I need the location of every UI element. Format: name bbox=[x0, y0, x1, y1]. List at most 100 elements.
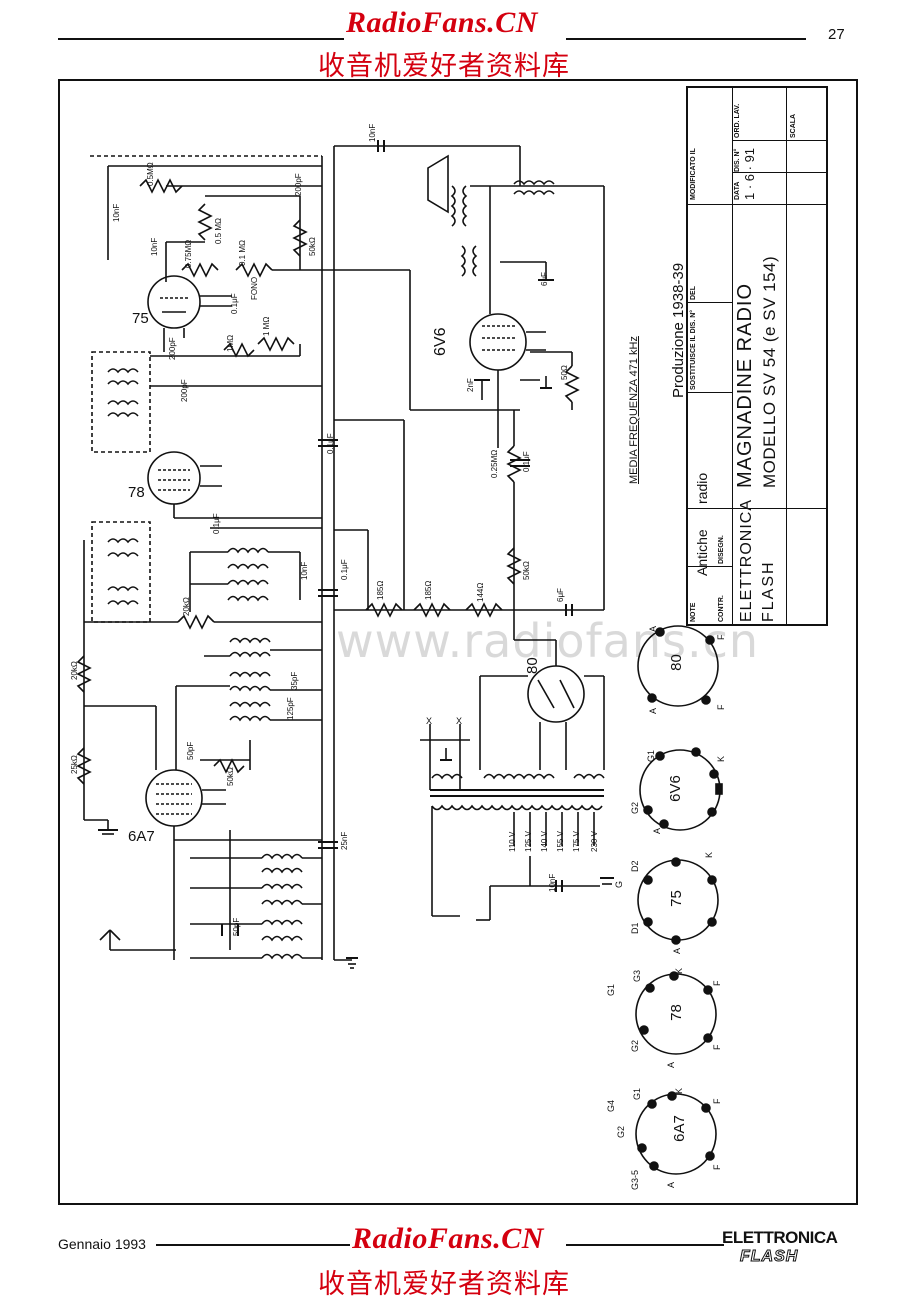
resistor-1m bbox=[257, 336, 295, 352]
resistor-25k bbox=[76, 747, 92, 785]
s6a7-pin-a: A bbox=[666, 1181, 676, 1188]
label-c6uf-b: 6μF bbox=[540, 272, 549, 286]
label-v110: 110 V bbox=[508, 831, 517, 852]
socket-75-label: 75 bbox=[667, 890, 685, 907]
label-c35pf: 35pF bbox=[290, 671, 299, 690]
label-v125: 125 V bbox=[524, 831, 533, 852]
resistor-50k-mid bbox=[506, 547, 522, 585]
coil-ant-1 bbox=[261, 853, 303, 860]
s75-pin-d2: D2 bbox=[630, 860, 640, 872]
schematic-frame bbox=[58, 79, 858, 1205]
label-c200pf-b: 200pF bbox=[168, 337, 177, 360]
s78-pin-f2: F bbox=[712, 1044, 722, 1051]
label-r20k-a: 20kΩ bbox=[182, 597, 191, 616]
resistor-144 bbox=[465, 602, 503, 618]
footer-brand-2: FLASH bbox=[739, 1248, 799, 1266]
resistor-185-a bbox=[365, 602, 403, 618]
label-r025m: 0.25MΩ bbox=[490, 449, 499, 478]
tube-6v6-label: 6V6 bbox=[432, 327, 449, 356]
s6a7-pin-g4: G4 bbox=[606, 1099, 616, 1112]
tube-80-label: 80 bbox=[524, 657, 541, 674]
label-r1m-b: 1MΩ bbox=[226, 334, 235, 352]
label-r05m-top: 0.5MΩ bbox=[146, 162, 155, 186]
s6a7-pin-f2: F bbox=[712, 1164, 722, 1171]
label-c200pf-top: 200pF bbox=[294, 173, 303, 196]
s6v6-pin-k: K bbox=[716, 755, 726, 762]
label-c200pf-c: 200pF bbox=[180, 379, 189, 402]
label-c01uf-e: 0.1μF bbox=[522, 451, 531, 472]
label-r05m: 0.5 MΩ bbox=[214, 218, 223, 244]
s80-pin-4: F bbox=[716, 704, 726, 711]
footer-brand-1: ELETTRONICA bbox=[722, 1228, 838, 1247]
label-c10nf-top: 10nF bbox=[368, 123, 377, 142]
label-r185-b: 185Ω bbox=[424, 580, 433, 600]
resistor-185-b bbox=[413, 602, 451, 618]
label-r1m: 1 MΩ bbox=[262, 316, 271, 336]
label-r50k-top: 50kΩ bbox=[308, 237, 317, 256]
label-c10nf-ps: 10nF bbox=[548, 873, 557, 892]
coil-osc-1 bbox=[229, 637, 271, 644]
label-c10nf-mid: 10nF bbox=[300, 561, 309, 580]
label-r185-a: 185Ω bbox=[376, 580, 385, 600]
resistor-01m bbox=[235, 262, 273, 278]
resistor-20k-a bbox=[177, 614, 215, 630]
label-c01uf-d: 0.1μF bbox=[340, 559, 349, 580]
page-number: 27 bbox=[828, 26, 845, 43]
socket-78 bbox=[635, 971, 717, 1055]
s75-pin-a: A bbox=[672, 947, 682, 954]
s80-pin-3: F bbox=[716, 634, 726, 641]
s80-pin-1: A bbox=[648, 625, 658, 632]
label-r50-out: 50Ω bbox=[560, 365, 569, 380]
if-transformer-2 bbox=[91, 521, 151, 623]
socket-80-label: 80 bbox=[667, 654, 685, 671]
label-r075m: 0.75MΩ bbox=[184, 239, 193, 268]
socket-80 bbox=[637, 625, 719, 707]
resistor-50k-top bbox=[292, 219, 308, 257]
s78-pin-a: A bbox=[666, 1061, 676, 1068]
s75-pin-d1: D1 bbox=[630, 922, 640, 934]
header-rule-left bbox=[58, 38, 344, 40]
resistor-025m bbox=[506, 445, 522, 483]
socket-6v6-label: 6V6 bbox=[666, 775, 684, 802]
socket-78-label: 78 bbox=[667, 1004, 685, 1021]
s78-pin-k: K bbox=[674, 967, 684, 974]
s6a7-pin-g1: G1 bbox=[632, 1087, 642, 1100]
label-c01uf-b: 0.1μF bbox=[326, 433, 335, 454]
label-r50k-mid: 50kΩ bbox=[522, 561, 531, 580]
label-c50pf-b: 50pF bbox=[232, 917, 241, 936]
label-x2: X bbox=[456, 716, 463, 726]
s6a7-pin-f1: F bbox=[712, 1098, 722, 1105]
s78-pin-g2: G2 bbox=[630, 1039, 640, 1052]
s6a7-pin-g2: G2 bbox=[616, 1125, 626, 1138]
socket-6v6 bbox=[639, 747, 723, 831]
label-v230: 230 V bbox=[590, 831, 599, 852]
label-r20k-b: 20kΩ bbox=[70, 661, 79, 680]
socket-75 bbox=[637, 857, 719, 945]
s6v6-pin-g1: G1 bbox=[646, 749, 656, 762]
label-c10nf-grid: 10nF bbox=[150, 237, 159, 256]
header-site-subtitle: 收音机爱好者资料库 bbox=[318, 51, 570, 82]
label-r25k: 25kΩ bbox=[70, 755, 79, 774]
tube-6a7 bbox=[145, 769, 203, 827]
s6a7-pin-k: K bbox=[674, 1087, 684, 1094]
label-c10nf-left: 10nF bbox=[112, 203, 121, 222]
socket-6a7-label: 6A7 bbox=[670, 1115, 688, 1142]
label-r144: 144Ω bbox=[476, 582, 485, 602]
socket-6a7 bbox=[635, 1091, 717, 1175]
if-transformer-1 bbox=[91, 351, 151, 453]
speaker bbox=[427, 154, 449, 214]
header-site-title: RadioFans.CN bbox=[346, 6, 538, 39]
footer-site-title: RadioFans.CN bbox=[352, 1222, 544, 1255]
tube-6a7-label: 6A7 bbox=[128, 828, 155, 845]
s75-pin-g: G bbox=[614, 880, 624, 888]
footer-date: Gennaio 1993 bbox=[58, 1236, 146, 1252]
s80-pin-2: A bbox=[648, 707, 658, 714]
tube-78 bbox=[147, 451, 201, 505]
tube-6v6 bbox=[469, 313, 527, 371]
label-v175: 175 V bbox=[572, 831, 581, 852]
s6v6-pin-a: A bbox=[652, 827, 662, 834]
label-c50pf: 50pF bbox=[186, 741, 195, 760]
tube-75-label: 75 bbox=[132, 310, 149, 327]
label-c6uf-a: 6μF bbox=[556, 588, 565, 602]
s75-pin-k: K bbox=[704, 851, 714, 858]
